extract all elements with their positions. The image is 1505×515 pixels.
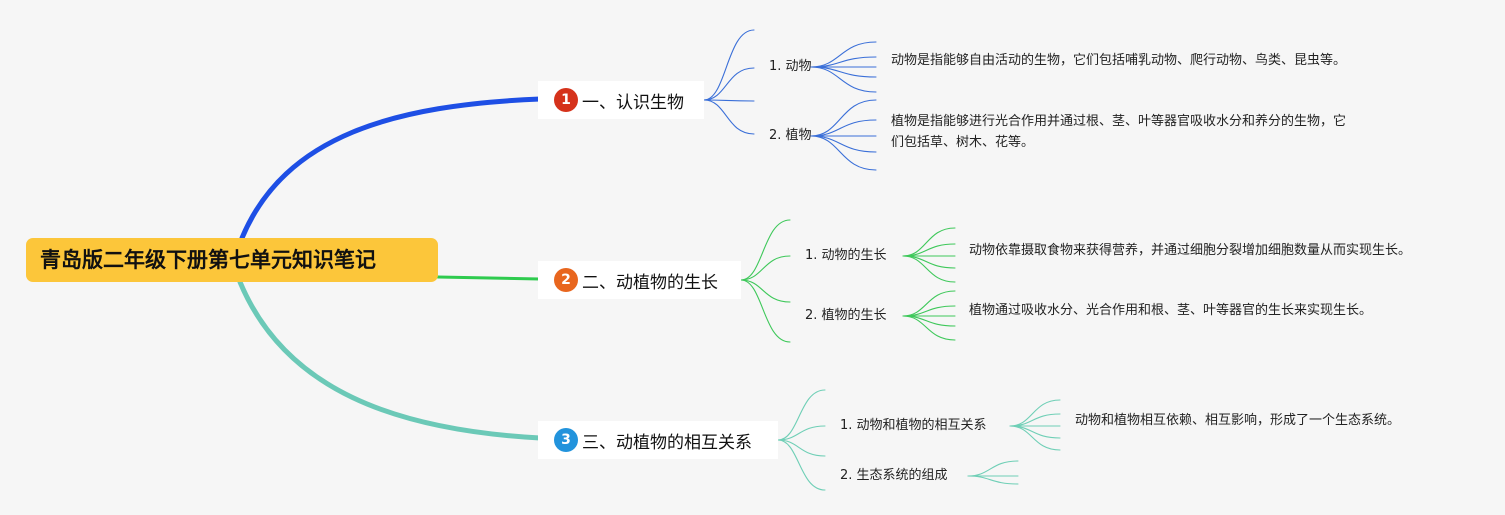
- branch-title-3: 三、动植物的相互关系: [582, 432, 752, 453]
- connector-3: [777, 439, 826, 491]
- number-badge-1: 1: [554, 88, 578, 112]
- connector-3: [777, 389, 826, 441]
- connector-1-1: [810, 41, 877, 68]
- connector-2-2: [902, 290, 956, 317]
- note-animals: 动物是指能够自由活动的生物，它们包括哺乳动物、爬行动物、鸟类、昆虫等。: [891, 50, 1346, 71]
- connector-2: [740, 279, 791, 343]
- connector-2: [740, 279, 791, 303]
- number-badge-3: 3: [554, 428, 578, 452]
- connector-1-2: [810, 119, 877, 137]
- connector-3-2: [967, 460, 1019, 477]
- connector-3-2: [967, 475, 1019, 485]
- branch-topic-2[interactable]: 2 二、动植物的生长: [538, 261, 741, 299]
- connector-1-2: [810, 99, 877, 137]
- note-line: 植物是指能够进行光合作用并通过根、茎、叶等器官吸收水分和养分的生物，它: [891, 114, 1347, 129]
- note-plant-growth: 植物通过吸收水分、光合作用和根、茎、叶等器官的生长来实现生长。: [969, 300, 1372, 321]
- main-branch-line-3: [237, 279, 543, 441]
- connector-3-1: [1009, 413, 1061, 427]
- branch-topic-3[interactable]: 3 三、动植物的相互关系: [538, 421, 778, 459]
- branch-title-2: 二、动植物的生长: [582, 272, 718, 293]
- connector-2: [740, 219, 791, 281]
- subtopic-interrelation[interactable]: 1. 动物和植物的相互关系: [840, 418, 987, 433]
- connector-3-1: [1009, 425, 1061, 451]
- note-plants: 植物是指能够进行光合作用并通过根、茎、叶等器官吸收水分和养分的生物，它 们包括草…: [891, 111, 1346, 153]
- connector-3-1: [1009, 425, 1061, 439]
- subtopic-animals[interactable]: 1. 动物: [769, 59, 812, 74]
- connector-1-2: [810, 135, 877, 153]
- note-interrelation: 动物和植物相互依赖、相互影响，形成了一个生态系统。: [1075, 410, 1400, 431]
- subtopic-animal-growth[interactable]: 1. 动物的生长: [805, 248, 887, 263]
- connector-3-1: [1009, 399, 1061, 427]
- connector-1: [703, 67, 755, 101]
- connector-2: [740, 255, 791, 281]
- connector-1: [703, 29, 755, 101]
- note-line: 植物通过吸收水分、光合作用和根、茎、叶等器官的生长来实现生长。: [969, 303, 1373, 318]
- note-line: 动物是指能够自由活动的生物，它们包括哺乳动物、爬行动物、鸟类、昆虫等。: [891, 53, 1347, 68]
- connector-3: [777, 425, 826, 441]
- note-animal-growth: 动物依靠摄取食物来获得营养，并通过细胞分裂增加细胞数量从而实现生长。: [969, 240, 1411, 261]
- branch-topic-1[interactable]: 1 一、认识生物: [538, 81, 704, 119]
- note-line: 动物依靠摄取食物来获得营养，并通过细胞分裂增加细胞数量从而实现生长。: [969, 243, 1412, 258]
- connector-2-2: [902, 315, 956, 341]
- connector-1-1: [810, 66, 877, 93]
- connector-1: [703, 99, 755, 135]
- subtopic-plant-growth[interactable]: 2. 植物的生长: [805, 308, 887, 323]
- connector-2-1: [902, 227, 956, 257]
- connector-1: [703, 99, 755, 102]
- connector-2-1: [902, 255, 956, 269]
- subtopic-plants[interactable]: 2. 植物: [769, 128, 812, 143]
- branch-title-1: 一、认识生物: [582, 92, 684, 113]
- main-branch-line-2: [436, 275, 542, 281]
- number-badge-2: 2: [554, 268, 578, 292]
- note-line: 动物和植物相互依赖、相互影响，形成了一个生态系统。: [1075, 413, 1401, 428]
- connector-1-2: [810, 135, 877, 171]
- root-topic[interactable]: 青岛版二年级下册第七单元知识笔记: [26, 238, 438, 282]
- subtopic-ecosystem-composition[interactable]: 2. 生态系统的组成: [840, 468, 948, 483]
- connector-2-1: [902, 255, 956, 283]
- main-branch-line-1: [239, 96, 543, 241]
- note-line: 们包括草、树木、花等。: [891, 135, 1035, 150]
